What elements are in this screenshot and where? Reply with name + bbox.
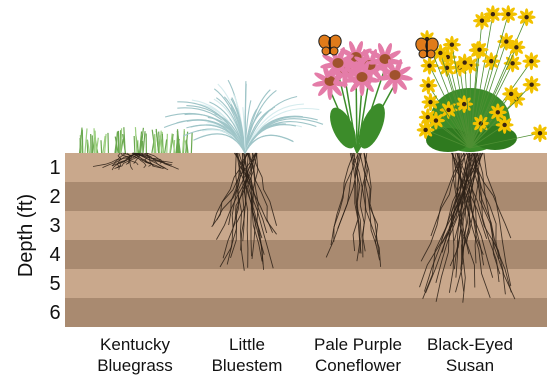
- wing: [427, 50, 435, 58]
- soil-band-6: [65, 298, 547, 327]
- susan-center: [477, 47, 481, 51]
- grass-blade: [95, 131, 96, 153]
- grass-blade: [94, 128, 95, 153]
- susan-bloom: [421, 93, 439, 111]
- susan-bloom: [456, 54, 474, 72]
- black-eyed-susan-plant: [417, 5, 547, 152]
- soil-band-2: [65, 182, 547, 211]
- susan-center: [506, 12, 510, 16]
- grass-blade: [101, 140, 102, 153]
- wing: [419, 50, 427, 58]
- wing: [330, 47, 338, 55]
- susan-bloom: [427, 112, 445, 130]
- susan-center: [504, 39, 508, 43]
- susan-center: [434, 118, 438, 122]
- susan-center: [446, 108, 450, 112]
- susan-center: [491, 12, 495, 16]
- susan-center: [480, 19, 484, 23]
- susan-bloom: [518, 8, 536, 26]
- soil-layers: [65, 153, 547, 327]
- susan-bloom: [522, 52, 540, 70]
- susan-center: [438, 51, 442, 55]
- depth-label-5: 5: [44, 273, 66, 295]
- little-bluestem-plant: [164, 80, 323, 153]
- cone-center: [357, 72, 368, 82]
- susan-center: [529, 59, 533, 63]
- grass-blade: [135, 127, 136, 153]
- depth-label-1: 1: [44, 157, 66, 179]
- susan-center: [524, 15, 528, 19]
- susan-center: [502, 123, 506, 127]
- susan-center: [489, 59, 493, 63]
- susan-bloom: [421, 57, 439, 75]
- grass-blade: [134, 136, 135, 153]
- depth-label-6: 6: [44, 302, 66, 324]
- depth-label-3: 3: [44, 215, 66, 237]
- susan-center: [496, 110, 500, 114]
- monarch-butterfly-icon: [317, 33, 344, 55]
- susan-bloom: [419, 77, 437, 95]
- cone-center: [333, 58, 344, 68]
- susan-bloom: [489, 103, 507, 121]
- grass-blade: [191, 133, 192, 153]
- pale-purple-coneflower-plant: [312, 40, 413, 153]
- susan-bloom: [523, 76, 541, 94]
- depth-label-4: 4: [44, 244, 66, 266]
- susan-center: [514, 45, 518, 49]
- susan-bloom: [502, 85, 520, 103]
- susan-center: [462, 102, 466, 106]
- susan-center: [428, 100, 432, 104]
- kentucky-bluegrass-plant: [80, 127, 193, 153]
- susan-center: [426, 83, 430, 87]
- susan-center: [426, 115, 430, 119]
- cone-center: [390, 70, 401, 80]
- depth-label-2: 2: [44, 186, 66, 208]
- susan-bloom: [531, 124, 547, 142]
- susan-center: [427, 63, 431, 67]
- susan-bloom: [443, 36, 461, 54]
- susan-center: [509, 92, 513, 96]
- grass-blade: [167, 134, 168, 153]
- susan-bloom: [507, 38, 525, 56]
- susan-center: [450, 43, 454, 47]
- susan-center: [462, 60, 466, 64]
- susan-bloom: [470, 41, 488, 59]
- susan-center: [510, 61, 514, 65]
- grass-blade: [174, 140, 175, 153]
- plant-illustrations: [80, 5, 547, 153]
- susan-center: [529, 82, 533, 86]
- susan-bloom: [472, 114, 490, 132]
- susan-center: [538, 131, 542, 135]
- grass-blade: [121, 128, 122, 153]
- susan-bloom: [484, 5, 502, 23]
- wing: [322, 47, 330, 55]
- susan-bloom: [455, 95, 473, 113]
- susan-center: [423, 128, 427, 132]
- susan-bloom: [499, 5, 517, 23]
